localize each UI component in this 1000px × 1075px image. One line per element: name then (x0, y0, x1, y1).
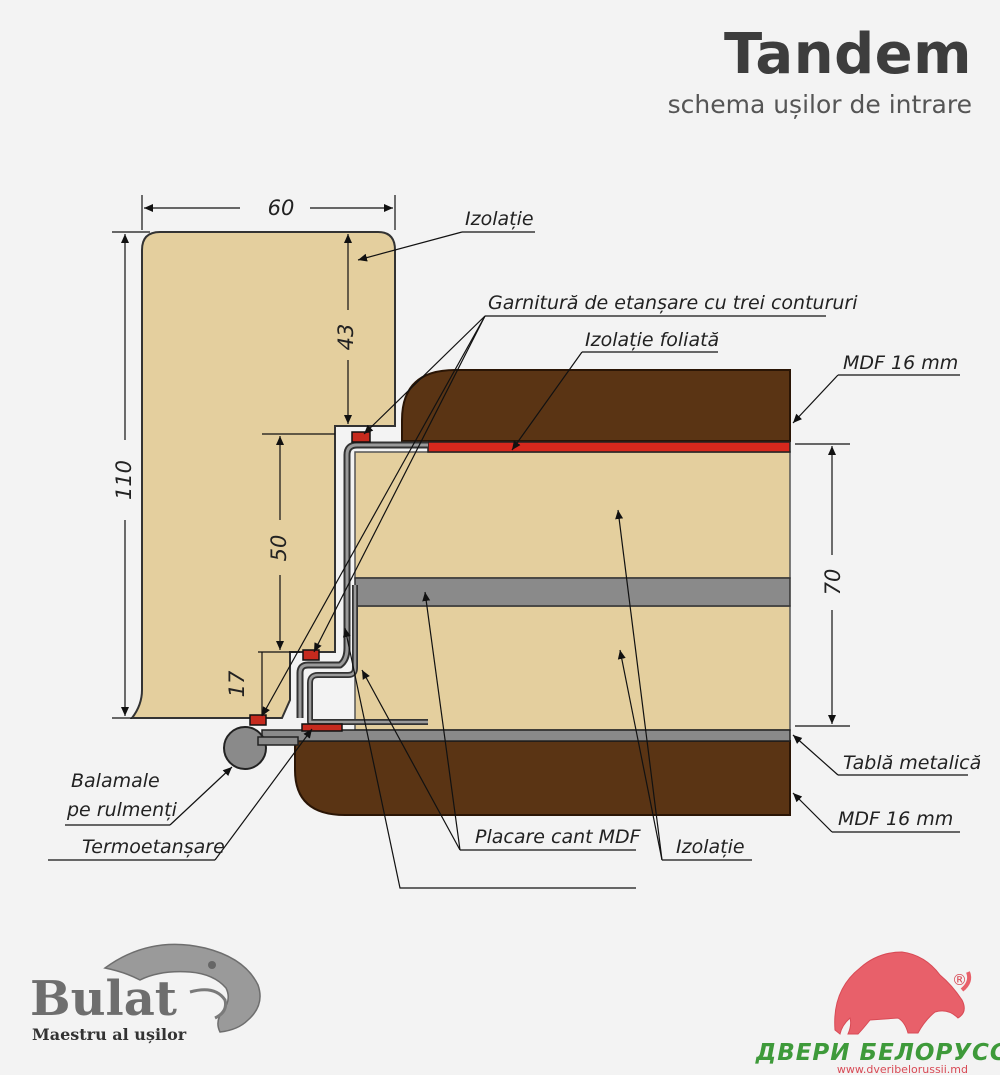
diagram-title: Tandem (723, 22, 972, 87)
bulat-logo: Bulat Maestru al ușilor (30, 943, 261, 1044)
dim-lower-depth-label: 17 (225, 670, 249, 697)
dim-frame-height: 110 (112, 231, 150, 719)
dim-lower-depth: 17 (225, 651, 300, 716)
bulat-tagline: Maestru al ușilor (32, 1025, 187, 1044)
label-insulation-bottom: Izolație (676, 836, 745, 858)
leaf-metal-stiffener (354, 577, 791, 607)
dim-frame-height-label: 110 (112, 460, 136, 500)
label-seal-three-contours: Garnitură de etanșare cu trei contururi (488, 292, 858, 314)
dveri-brand-name: ДВЕРИ БЕЛОРУССИИ (755, 1040, 1000, 1066)
dim-upper-depth-label: 43 (334, 324, 358, 351)
dim-middle-depth-label: 50 (267, 535, 291, 562)
dim-leaf-thickness: 70 (795, 443, 850, 727)
leaf-insulation-upper (354, 451, 791, 579)
dim-leaf-thickness-label: 70 (821, 569, 845, 596)
label-metal-sheet: Tablă metalică (843, 752, 981, 774)
label-mdf-edge: Placare cant MDF (475, 826, 642, 848)
seal-contour-3 (249, 714, 267, 726)
seal-contour-2 (302, 649, 320, 661)
thermo-seal-strip (301, 723, 343, 732)
seal-contour-1 (351, 431, 371, 443)
label-mdf-bottom: MDF 16 mm (838, 808, 953, 830)
foil-insulation-strip (427, 441, 791, 453)
leaf-insulation-lower (354, 605, 791, 731)
dim-frame-width-label: 60 (268, 196, 295, 220)
bison-icon (834, 951, 965, 1035)
registered-mark: ® (952, 971, 967, 989)
bearing-hinge (223, 726, 267, 770)
dveri-url: www.dveribelorussii.md (837, 1063, 968, 1075)
diagram-subtitle: schema ușilor de intrare (667, 90, 972, 119)
label-insulation-top: Izolație (465, 208, 534, 230)
mdf-panel-top (401, 369, 791, 442)
label-bearing-hinges-line1: Balamale (71, 770, 160, 792)
lion-head-icon (103, 943, 261, 1033)
dim-frame-width: 60 (141, 195, 396, 230)
label-bearing-hinges-line2: pe rulmenți (66, 799, 178, 821)
mdf-panel-bottom (294, 740, 791, 816)
dim-upper-depth: 43 (334, 234, 358, 424)
label-foil-insulation: Izolație foliată (585, 329, 719, 351)
label-thermo-seal: Termoetanșare (82, 836, 225, 858)
dim-middle-depth: 50 (262, 433, 335, 650)
dveri-belorussii-logo: ® ДВЕРИ БЕЛОРУССИИ www.dveribelorussii.m… (755, 951, 1000, 1075)
bulat-brand-name: Bulat (30, 971, 177, 1027)
label-mdf-top: MDF 16 mm (843, 352, 958, 374)
